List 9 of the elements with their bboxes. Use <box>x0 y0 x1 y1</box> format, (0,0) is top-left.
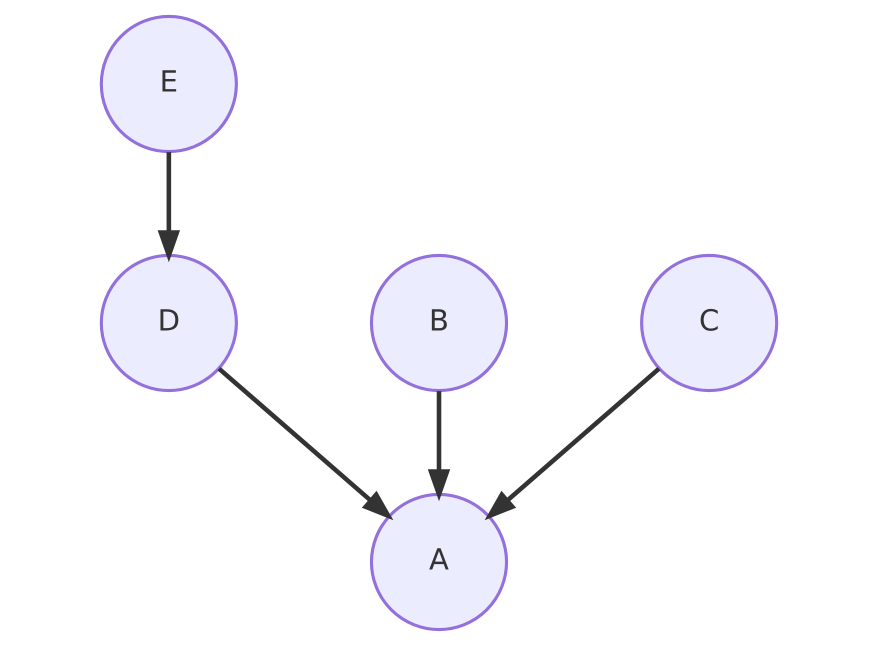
arrow <box>158 152 180 262</box>
node-circle: E <box>100 14 238 154</box>
node-circle: C <box>640 254 778 392</box>
arrow <box>484 366 660 520</box>
node-circle: A <box>370 492 508 632</box>
arrow <box>428 391 450 502</box>
arrow <box>218 366 394 520</box>
node-circle: B <box>370 254 508 392</box>
node-circle: D <box>100 254 238 392</box>
